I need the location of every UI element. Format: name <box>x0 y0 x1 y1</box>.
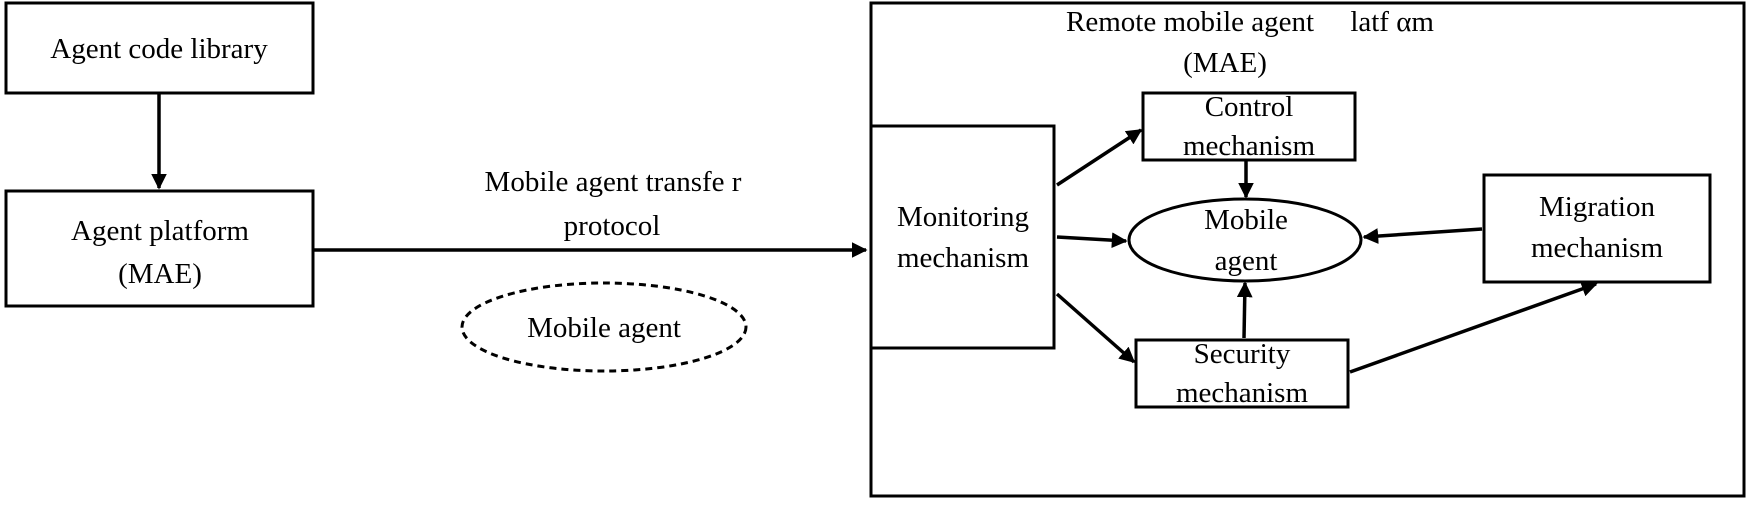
migration-mechanism-box <box>1482 173 1712 284</box>
security-to-agent-arrow <box>1236 281 1253 339</box>
agent-platform-label-line2: (MAE) <box>118 258 202 290</box>
security-mechanism-label-line2: mechanism <box>1176 377 1309 409</box>
control-mechanism-label-line1: Control <box>1205 91 1294 123</box>
migration-mechanism-label-line1: Migration <box>1539 191 1655 223</box>
security-mechanism-box <box>1134 338 1350 409</box>
agent-code-library-label: Agent code library <box>50 33 268 65</box>
control-mechanism-label-line2: mechanism <box>1183 130 1316 162</box>
mobile-agent-node-label-line1: Mobile <box>1204 204 1288 236</box>
monitoring-to-agent-arrow <box>1056 232 1128 249</box>
mobile-agent-in-transit-label: Mobile agent <box>527 312 681 344</box>
migration-mechanism-label-line2: mechanism <box>1531 232 1664 264</box>
monitoring-to-control-arrow <box>1056 128 1143 187</box>
migration-to-agent-arrow <box>1362 227 1483 244</box>
monitoring-mechanism-box <box>869 124 1056 350</box>
monitoring-mechanism-label-line2: mechanism <box>897 242 1030 274</box>
transfer-protocol-label-line1: Mobile agent transfe r <box>485 166 742 198</box>
monitoring-mechanism-label-line1: Monitoring <box>897 201 1029 233</box>
security-to-migration-arrow <box>1349 281 1598 374</box>
agent-platform-box <box>4 189 315 308</box>
security-mechanism-label-line1: Security <box>1194 338 1291 370</box>
monitoring-to-security-arrow <box>1055 292 1136 364</box>
agent-platform-label-line1: Agent platform <box>71 215 249 247</box>
mobile-agent-node <box>1127 197 1363 283</box>
transfer-protocol-label-line2: protocol <box>564 210 661 242</box>
agent-code-library-box <box>4 1 315 95</box>
mobile-agent-in-transit <box>460 281 748 373</box>
remote-platform-title-line1: Remote mobile agent latf αm <box>1066 6 1434 38</box>
remote-platform-title-line2: (MAE) <box>1183 47 1267 79</box>
mobile-agent-node-label-line2: agent <box>1215 245 1278 277</box>
control-mechanism-box <box>1141 91 1357 162</box>
